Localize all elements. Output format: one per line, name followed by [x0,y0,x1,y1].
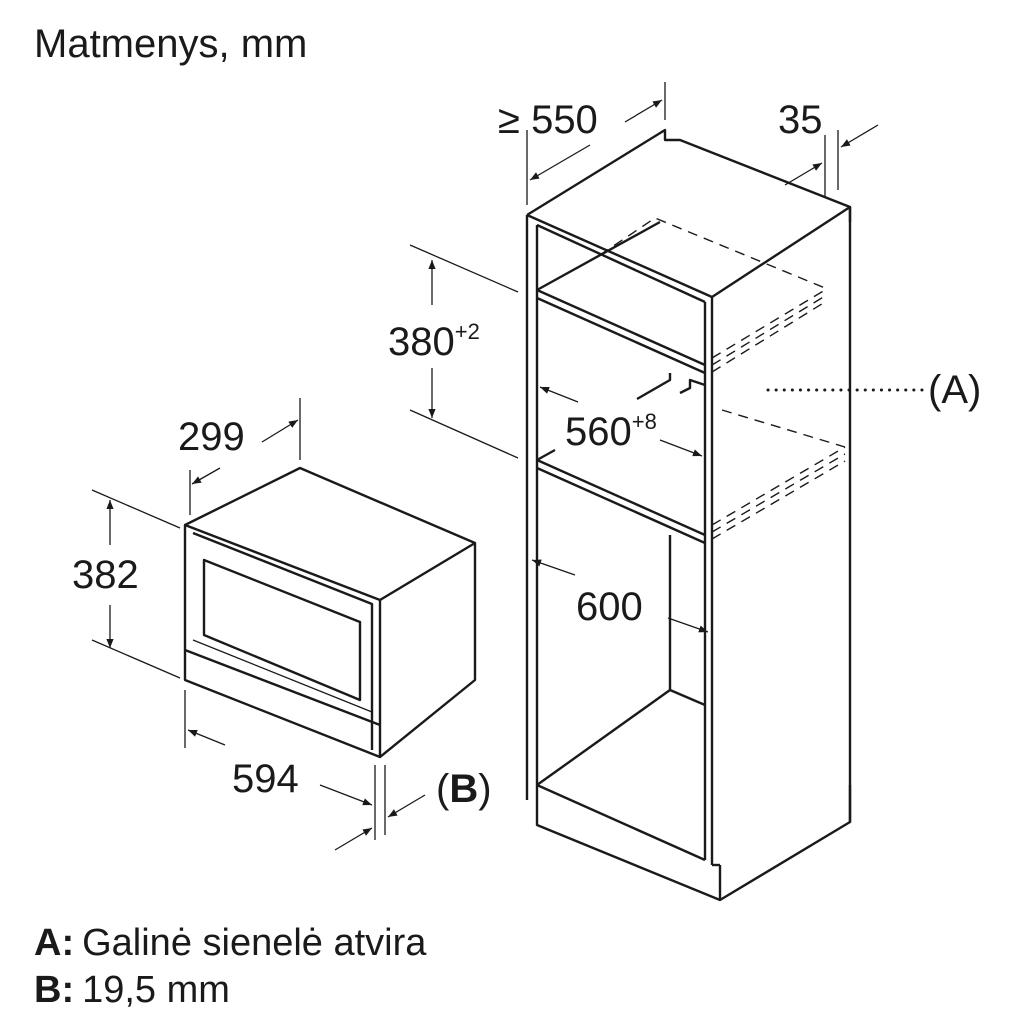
cabinet-drawing [525,128,927,902]
label-niche-width: 560+8 [565,409,657,454]
label-oven-height: 382 [72,553,139,597]
label-oven-depth: 299 [178,415,245,459]
legend-item-b: B:19,5 mm [34,969,230,1011]
dimension-lines [91,82,879,851]
oven-drawing [183,466,477,759]
label-oven-width: 594 [232,757,299,801]
page-title: Matmenys, mm [34,22,307,66]
label-cabinet-inner-width: 600 [576,585,643,629]
label-cabinet-depth: ≥ 550 [498,98,598,142]
label-gap-back: 35 [778,98,823,142]
callout-a: (A) [928,368,981,412]
label-niche-height: 380+2 [388,319,480,364]
callout-b: (B) [436,767,492,811]
legend-item-a: A:Galinė sienelė atvira [34,922,427,964]
